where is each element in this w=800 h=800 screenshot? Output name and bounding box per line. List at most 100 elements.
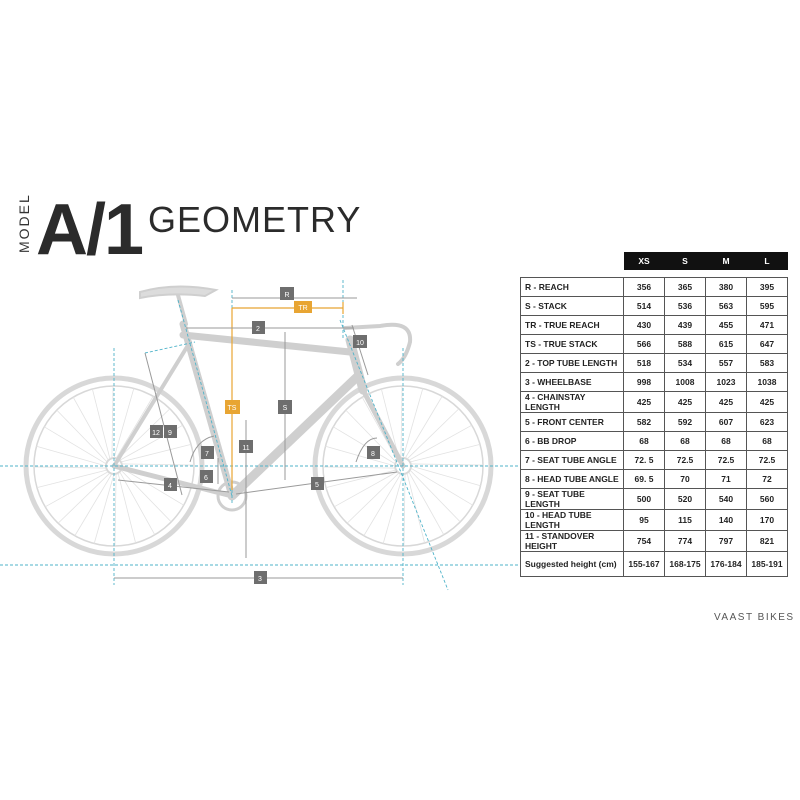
row-value: 140 [705, 509, 747, 531]
row-value: 72.5 [664, 450, 706, 470]
marker-head-tube: 10 [353, 335, 367, 348]
dimension-markers: R TR 2 10 TS S 12 9 11 7 8 6 4 5 3 [150, 287, 380, 584]
row-value: 455 [705, 315, 747, 335]
row-value: 595 [746, 296, 788, 316]
row-value: 425 [705, 391, 747, 413]
marker-true-reach: TR [294, 301, 312, 313]
row-value: 68 [705, 431, 747, 451]
svg-text:2: 2 [256, 326, 260, 333]
bike-geometry-diagram: R TR 2 10 TS S 12 9 11 7 8 6 4 5 3 [0, 280, 520, 591]
size-m-header: M [705, 252, 747, 270]
row-label: 8 - HEAD TUBE ANGLE [520, 469, 624, 489]
row-value: 592 [664, 412, 706, 432]
row-value: 72. 5 [623, 450, 665, 470]
marker-reach: R [280, 287, 294, 300]
row-value: 540 [705, 488, 747, 510]
svg-text:5: 5 [315, 482, 319, 489]
row-label: 3 - WHEELBASE [520, 372, 624, 392]
row-value: 395 [746, 277, 788, 297]
row-label: 7 - SEAT TUBE ANGLE [520, 450, 624, 470]
row-value: 647 [746, 334, 788, 354]
brand-logo: VAAST BIKES [714, 612, 795, 623]
row-value: 615 [705, 334, 747, 354]
page-header: MODEL A/1 GEOMETRY [10, 190, 410, 270]
svg-text:6: 6 [204, 475, 208, 482]
row-value: 115 [664, 509, 706, 531]
row-label: 5 - FRONT CENTER [520, 412, 624, 432]
row-value: 774 [664, 530, 706, 552]
row-value: 607 [705, 412, 747, 432]
row-value: 1023 [705, 372, 747, 392]
svg-text:TR: TR [298, 305, 307, 312]
row-value: 623 [746, 412, 788, 432]
row-value: 534 [664, 353, 706, 373]
row-label: 10 - HEAD TUBE LENGTH [520, 509, 624, 531]
svg-text:10: 10 [356, 340, 364, 347]
row-value: 518 [623, 353, 665, 373]
row-label: Suggested height (cm) [520, 551, 624, 577]
wheel-spokes [33, 385, 484, 547]
row-value: 582 [623, 412, 665, 432]
row-value: 583 [746, 353, 788, 373]
true-dimensions [231, 302, 344, 490]
bike-frame [111, 285, 413, 512]
row-value: 72.5 [705, 450, 747, 470]
marker-chainstay: 4 [164, 478, 177, 491]
row-value: 471 [746, 315, 788, 335]
row-label: TR - TRUE REACH [520, 315, 624, 335]
svg-text:9: 9 [168, 430, 172, 437]
size-header-row: XS S M L [521, 252, 788, 270]
row-value: 69. 5 [623, 469, 665, 489]
marker-head-angle: 8 [367, 446, 380, 459]
marker-bb-drop: 6 [200, 470, 213, 483]
row-label: R - REACH [520, 277, 624, 297]
row-value: 1038 [746, 372, 788, 392]
row-label: 11 - STANDOVER HEIGHT [520, 530, 624, 552]
row-value: 425 [623, 391, 665, 413]
row-value: 356 [623, 277, 665, 297]
row-value: 557 [705, 353, 747, 373]
marker-top-tube: 2 [252, 321, 265, 334]
model-name: A/1 [36, 190, 144, 270]
row-value: 380 [705, 277, 747, 297]
marker-wheelbase: 3 [254, 571, 267, 584]
row-value: 170 [746, 509, 788, 531]
marker-12: 12 [150, 425, 163, 438]
svg-text:3: 3 [258, 576, 262, 583]
row-value: 155-167 [623, 551, 665, 577]
row-value: 176-184 [705, 551, 747, 577]
row-value: 998 [623, 372, 665, 392]
model-label: MODEL [16, 193, 32, 253]
row-label: TS - TRUE STACK [520, 334, 624, 354]
svg-text:S: S [283, 405, 288, 412]
row-value: 821 [746, 530, 788, 552]
row-value: 566 [623, 334, 665, 354]
row-value: 797 [705, 530, 747, 552]
row-value: 68 [623, 431, 665, 451]
row-value: 70 [664, 469, 706, 489]
row-value: 185-191 [746, 551, 788, 577]
row-label: 6 - BB DROP [520, 431, 624, 451]
marker-standover: 11 [239, 440, 253, 453]
row-value: 425 [746, 391, 788, 413]
row-value: 365 [664, 277, 706, 297]
row-value: 95 [623, 509, 665, 531]
row-value: 754 [623, 530, 665, 552]
row-label: 4 - CHAINSTAY LENGTH [520, 391, 624, 413]
row-value: 514 [623, 296, 665, 316]
row-label: 2 - TOP TUBE LENGTH [520, 353, 624, 373]
row-value: 72.5 [746, 450, 788, 470]
row-label: 9 - SEAT TUBE LENGTH [520, 488, 624, 510]
